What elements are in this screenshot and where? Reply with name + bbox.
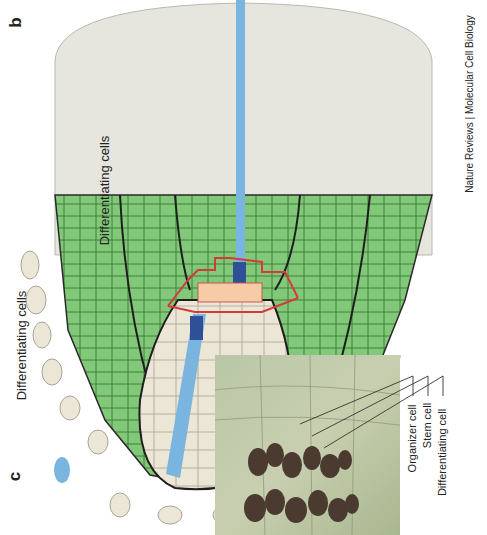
stem-cell-dark xyxy=(190,316,203,340)
callout-label: Organizer cell xyxy=(407,404,418,472)
zone-label: Differentiating cells xyxy=(99,135,112,245)
organizer-cells xyxy=(198,283,262,302)
leader-line xyxy=(300,376,443,448)
panel-letter: b xyxy=(6,17,23,27)
stem-niche-outline xyxy=(168,258,298,306)
stem-niche-outline xyxy=(168,298,298,312)
panel-letter: c xyxy=(7,471,24,480)
micrograph-cell-walls xyxy=(215,355,400,535)
stele xyxy=(236,0,245,276)
sloughed-cell-blue xyxy=(54,457,70,483)
starch-granules xyxy=(244,443,359,523)
stem-cell-dark xyxy=(233,262,246,284)
micrograph xyxy=(215,355,400,535)
credit-line: Nature Reviews | Molecular Cell Biology xyxy=(465,15,475,193)
lateral-file xyxy=(166,314,206,478)
zone-label: Differentiating cells xyxy=(16,290,29,400)
callout-label: Differentiating cell xyxy=(437,408,448,495)
callout-label: Stem cell xyxy=(423,402,434,447)
